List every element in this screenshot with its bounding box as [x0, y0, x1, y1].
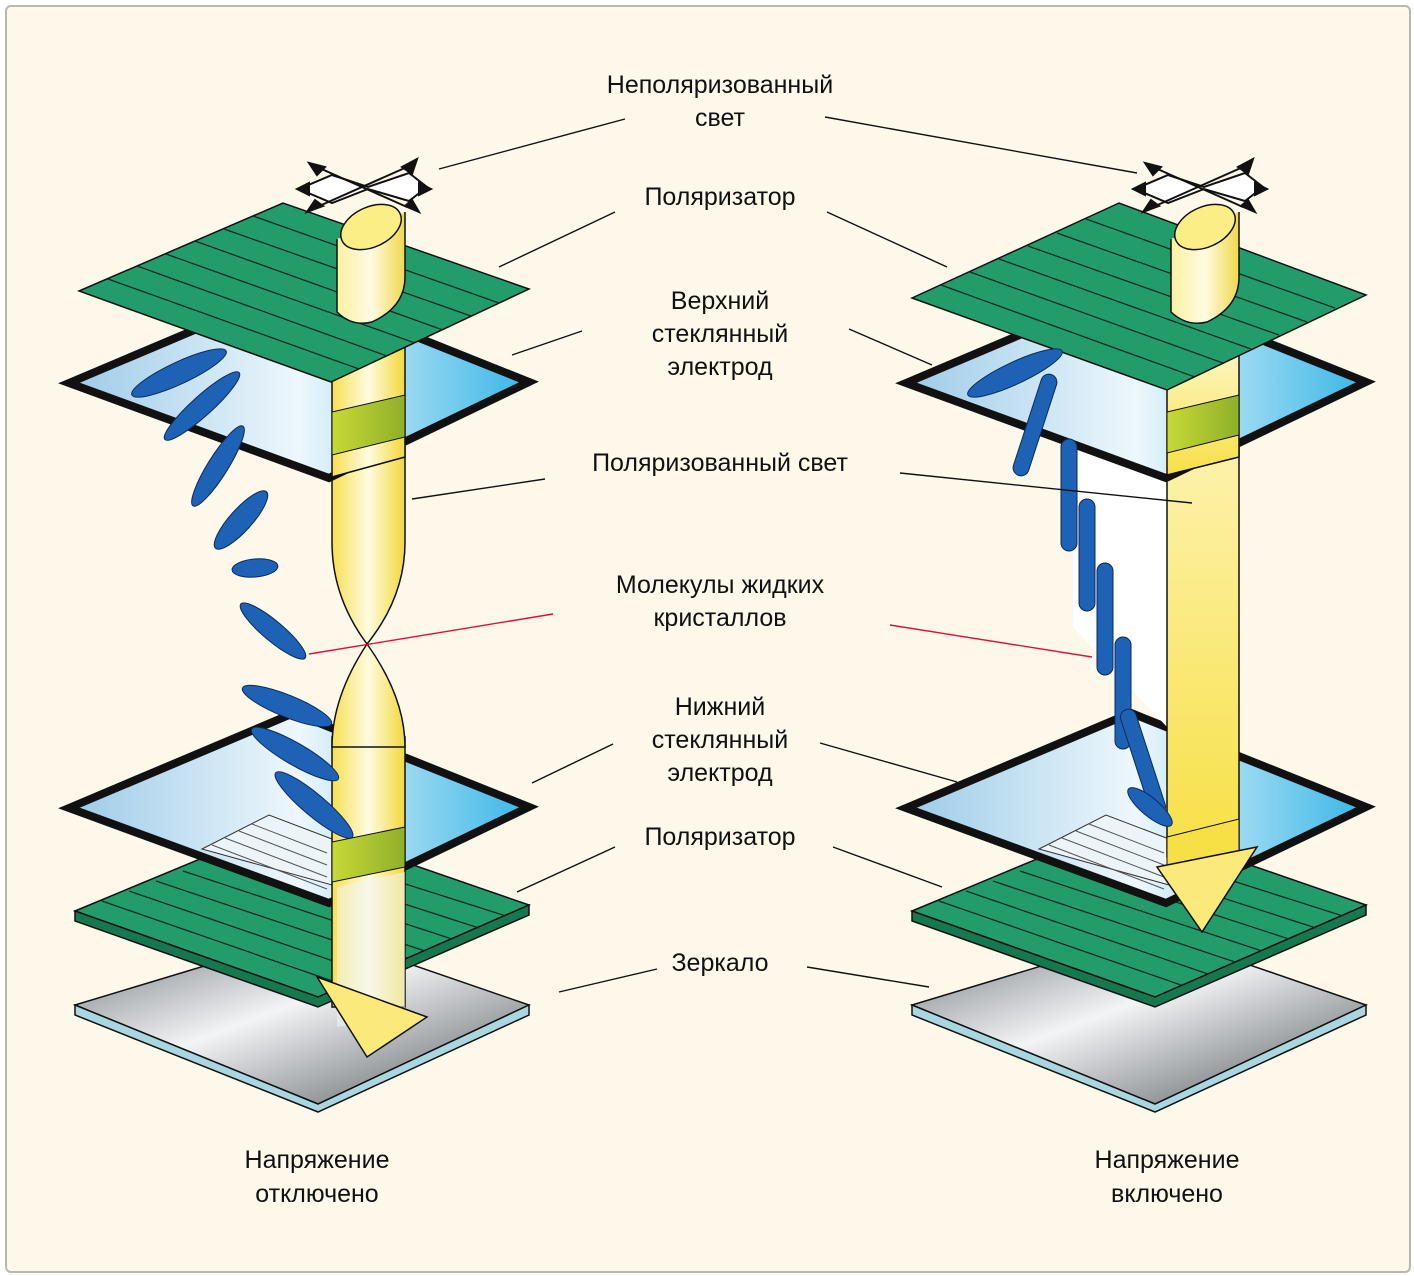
lcd-diagram — [58, 116, 1376, 1113]
leader-polarized-left — [411, 478, 546, 500]
leader-unpolarized-left — [438, 118, 626, 170]
light-column-lower-left — [315, 736, 429, 1059]
molecule — [131, 348, 227, 398]
stack-voltage-on — [895, 156, 1376, 1113]
light-cylinder-left — [336, 203, 406, 324]
leader-polarizer-bottom-right — [832, 846, 943, 888]
leader-lines — [411, 116, 1193, 993]
molecule — [231, 558, 279, 578]
label-upper-electrode: Верхний стеклянный электрод — [651, 287, 789, 381]
molecule — [967, 348, 1063, 398]
leader-polarizer-bottom-left — [516, 846, 616, 893]
label-mirror: Зеркало — [671, 949, 769, 977]
leader-unpolarized-right — [824, 116, 1138, 174]
lc-molecules-right — [967, 348, 1173, 827]
leader-polarizer-top-left — [498, 211, 616, 268]
molecule — [274, 771, 354, 839]
label-polarized-light: Поляризованный свет — [592, 449, 848, 477]
figure-frame: Неполяризованный свет Поляризатор Верхни… — [5, 5, 1411, 1273]
lc-molecules-left — [131, 348, 354, 839]
leader-upper-electrode-left — [511, 330, 583, 356]
gap-right — [1073, 447, 1167, 727]
molecule — [1012, 373, 1058, 477]
molecule — [1096, 562, 1114, 676]
leader-polarized-right — [899, 472, 1193, 504]
molecule — [213, 490, 269, 550]
molecule — [1078, 498, 1096, 612]
twisted-light-left — [331, 446, 406, 748]
light-cylinder-right — [1170, 203, 1240, 324]
unpolarized-arrows-right — [1130, 156, 1270, 215]
leader-polarizer-top-right — [826, 211, 948, 268]
leader-mirror-right — [806, 966, 930, 988]
leader-lower-electrode-left — [531, 743, 614, 784]
molecule — [163, 371, 241, 441]
molecule — [1060, 438, 1078, 552]
molecule — [1127, 787, 1173, 827]
leader-lc-left — [308, 613, 554, 655]
leader-upper-electrode-right — [848, 328, 933, 366]
label-polarizer-bottom: Поляризатор — [644, 823, 796, 851]
stack-voltage-off — [58, 156, 539, 1113]
label-lc-molecules: Молекулы жидких кристаллов — [615, 571, 825, 632]
caption-voltage-off: Напряжение отключено — [244, 1146, 390, 1208]
lower-electrode-left — [58, 708, 539, 908]
label-unpolarized-light: Неполяризованный свет — [606, 71, 834, 132]
leader-lc-right — [889, 624, 1093, 658]
leader-mirror-left — [558, 968, 658, 993]
molecule — [239, 602, 307, 660]
caption-voltage-on: Напряжение включено — [1094, 1146, 1240, 1208]
molecule — [191, 425, 245, 507]
unpolarized-arrows-left — [294, 156, 434, 215]
molecule — [241, 684, 333, 728]
leader-lower-electrode-right — [819, 742, 958, 783]
label-polarizer-top: Поляризатор — [644, 183, 796, 211]
lc-leader-lines — [308, 613, 1093, 658]
molecule — [250, 726, 340, 782]
label-lower-electrode: Нижний стеклянный электрод — [651, 693, 789, 787]
